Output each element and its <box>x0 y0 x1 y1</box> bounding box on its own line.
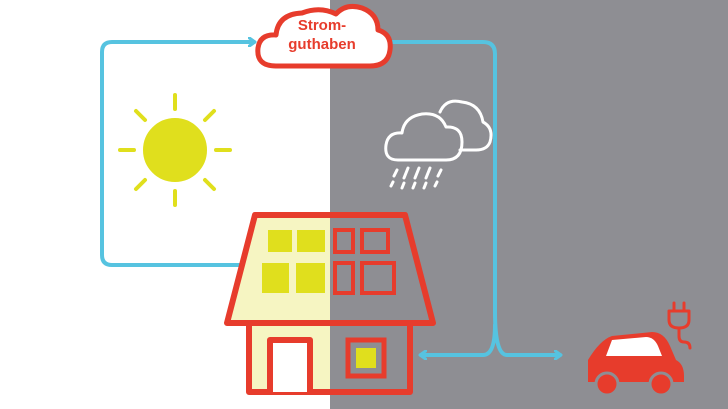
solar-panel-lit <box>262 263 289 293</box>
flow-arrow-house-to-cloud <box>100 42 254 267</box>
credit-cloud-label: Strom- guthaben <box>272 16 372 54</box>
roof-outline <box>224 212 436 326</box>
house-window-light <box>356 348 376 368</box>
car-window <box>606 337 662 356</box>
credit-cloud-label-line1: Strom- <box>297 17 347 34</box>
charging-plug-icon <box>667 301 692 350</box>
car-wheel <box>594 371 620 397</box>
flow-arrow-cloud-down <box>381 40 509 357</box>
house-door <box>267 337 313 392</box>
electric-car-icon <box>588 332 684 397</box>
house-window-frame <box>345 337 387 379</box>
solar-panel-unlit <box>333 228 355 254</box>
flow-arrow-to-house <box>421 323 497 355</box>
solar-panel-lit <box>296 263 325 293</box>
solar-panel-unlit <box>333 261 355 295</box>
sun-icon <box>118 93 232 207</box>
solar-panel-lit <box>268 230 292 252</box>
solar-panel-unlit <box>360 228 390 254</box>
credit-cloud-icon <box>255 4 393 69</box>
car-wheel <box>648 371 674 397</box>
house-with-solar-roof-icon <box>224 212 436 395</box>
credit-cloud-label-line2: guthaben <box>288 36 356 53</box>
rain-cloud-icon <box>384 99 493 190</box>
solar-panel-lit <box>297 230 325 252</box>
solar-panel-unlit <box>360 261 396 295</box>
house-body-outline <box>246 326 413 395</box>
